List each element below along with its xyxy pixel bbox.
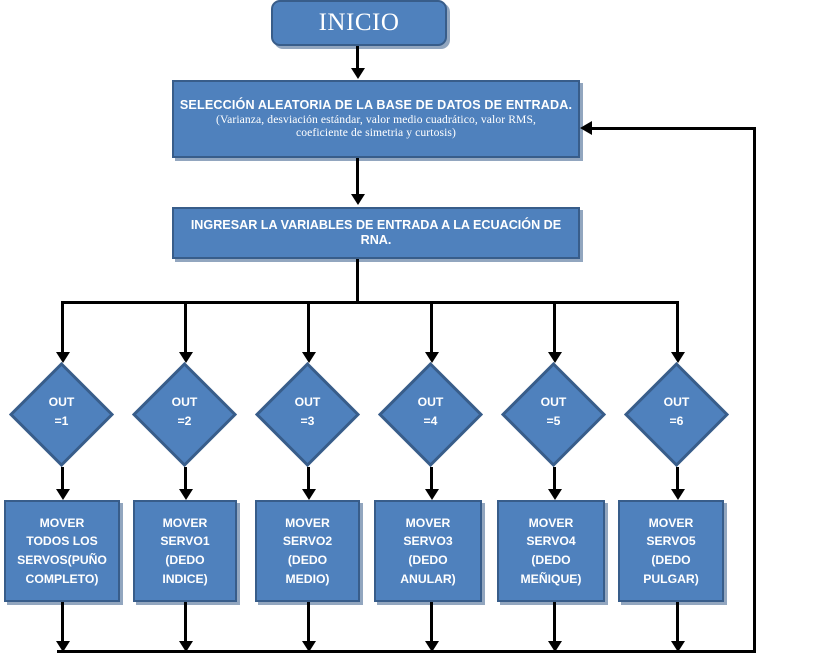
connector-decision-2-to-action-2 [184, 467, 187, 496]
arrow-bus-to-decision-3 [302, 352, 316, 363]
action-3-line-2: SERVO2 [282, 534, 333, 549]
node-seleccion-line1: SELECCIÓN ALEATORIA DE LA BASE DE DATOS … [179, 97, 573, 112]
node-action-5[interactable]: MOVER SERVO4 (DEDO MEÑIQUE) [497, 500, 605, 602]
connector-inicio-to-seleccion [356, 46, 359, 70]
diamond-icon [378, 362, 483, 467]
action-4-line-2: SERVO3 [403, 534, 453, 549]
arrow-decision-5-to-action-5 [548, 489, 562, 500]
connector-action-3-to-collector [307, 602, 310, 647]
node-action-1[interactable]: MOVER TODOS LOS SERVOS(PUÑO COMPLETO) [4, 500, 120, 602]
node-decision-out-5[interactable]: OUT =5 [501, 362, 606, 467]
action-2-line-3: (DEDO [165, 553, 205, 567]
connector-bus-to-decision-4 [430, 301, 433, 357]
arrow-action-3-to-collector [302, 641, 316, 652]
node-ingresar-line1: INGRESAR LA VARIABLES DE ENTRADA A LA EC… [190, 218, 562, 233]
arrow-bus-to-decision-2 [179, 352, 193, 363]
diamond-icon [132, 362, 237, 467]
connector-bus-to-decision-1 [61, 301, 64, 357]
action-2-line-2: SERVO1 [160, 534, 210, 549]
connector-feedback-riser [753, 127, 756, 653]
action-6-line-3: (DEDO [651, 553, 691, 567]
action-3-line-4: MEDIO) [285, 571, 330, 586]
arrow-seleccion-to-ingresar [351, 194, 365, 205]
node-decision-out-1[interactable]: OUT =1 [9, 362, 114, 467]
node-action-4[interactable]: MOVER SERVO3 (DEDO ANULAR) [374, 500, 482, 602]
diamond-icon [255, 362, 360, 467]
arrow-decision-4-to-action-4 [425, 489, 439, 500]
arrow-bus-to-decision-5 [548, 352, 562, 363]
action-3-line-3: (DEDO [287, 553, 328, 567]
node-inicio-label: INICIO [318, 9, 400, 37]
action-2-line-4: INDICE) [162, 571, 208, 586]
action-5-line-1: MOVER [528, 515, 574, 530]
node-action-3[interactable]: MOVER SERVO2 (DEDO MEDIO) [255, 500, 360, 602]
action-4-line-1: MOVER [405, 515, 451, 530]
arrow-bus-to-decision-4 [425, 352, 439, 363]
arrow-decision-1-to-action-1 [56, 489, 70, 500]
connector-action-5-to-collector [553, 602, 556, 647]
node-action-2[interactable]: MOVER SERVO1 (DEDO INDICE) [133, 500, 237, 602]
action-2-line-1: MOVER [162, 515, 208, 530]
arrow-feedback-to-seleccion [580, 121, 592, 135]
arrow-inicio-to-seleccion [351, 68, 365, 79]
node-decision-out-3[interactable]: OUT =3 [255, 362, 360, 467]
arrow-bus-to-decision-6 [671, 352, 685, 363]
arrow-action-4-to-collector [425, 641, 439, 652]
connector-distributor-bus [61, 301, 678, 304]
action-5-line-3: (DEDO [531, 553, 571, 567]
connector-decision-5-to-action-5 [553, 467, 556, 496]
connector-decision-6-to-action-6 [676, 467, 679, 496]
diamond-icon [501, 362, 606, 467]
arrow-action-5-to-collector [548, 641, 562, 652]
action-5-line-2: SERVO4 [526, 534, 576, 549]
action-6-line-1: MOVER [648, 515, 694, 530]
connector-feedback-return [592, 127, 756, 130]
node-seleccion-line2: (Varianza, desviación estándar, valor me… [215, 112, 537, 126]
action-5-line-4: MEÑIQUE) [520, 571, 582, 586]
connector-bus-to-decision-3 [307, 301, 310, 357]
connector-action-4-to-collector [430, 602, 433, 647]
connector-bus-to-decision-5 [553, 301, 556, 357]
action-1-line-2: TODOS LOS [26, 534, 98, 549]
diamond-icon [624, 362, 729, 467]
node-decision-out-2[interactable]: OUT =2 [132, 362, 237, 467]
action-3-line-1: MOVER [285, 515, 330, 530]
connector-decision-3-to-action-3 [307, 467, 310, 496]
connector-ingresar-to-bus [356, 259, 359, 303]
node-inicio[interactable]: INICIO [271, 0, 447, 46]
action-1-line-1: MOVER [39, 515, 85, 530]
arrow-decision-2-to-action-2 [179, 489, 193, 500]
diamond-icon [9, 362, 114, 467]
connector-action-6-to-collector [676, 602, 679, 647]
action-1-line-3: SERVOS(PUÑO [17, 553, 107, 567]
action-4-line-4: ANULAR) [400, 571, 456, 586]
arrow-action-1-to-collector [56, 641, 70, 652]
action-4-line-3: (DEDO [408, 553, 448, 567]
node-decision-out-4[interactable]: OUT =4 [378, 362, 483, 467]
action-1-line-4: COMPLETO) [25, 571, 99, 586]
node-ingresar-line2: RNA. [360, 233, 392, 247]
arrow-decision-3-to-action-3 [302, 489, 316, 500]
connector-decision-1-to-action-1 [61, 467, 64, 496]
connector-seleccion-to-ingresar [356, 158, 359, 196]
connector-decision-4-to-action-4 [430, 467, 433, 496]
arrow-decision-6-to-action-6 [671, 489, 685, 500]
action-6-line-2: SERVO5 [646, 534, 696, 549]
connector-bus-to-decision-6 [676, 301, 679, 357]
arrow-action-2-to-collector [179, 641, 193, 652]
arrow-action-6-to-collector [671, 641, 685, 652]
connector-action-2-to-collector [184, 602, 187, 647]
node-ingresar-variables[interactable]: INGRESAR LA VARIABLES DE ENTRADA A LA EC… [172, 207, 580, 259]
node-action-6[interactable]: MOVER SERVO5 (DEDO PULGAR) [618, 500, 724, 602]
node-seleccion-line3: coeficiente de simetria y curtosis) [296, 126, 456, 140]
action-6-line-4: PULGAR) [643, 571, 699, 586]
arrow-bus-to-decision-1 [56, 352, 70, 363]
connector-bottom-collector-bus [57, 650, 756, 653]
node-seleccion-aleatoria[interactable]: SELECCIÓN ALEATORIA DE LA BASE DE DATOS … [172, 80, 580, 158]
node-decision-out-6[interactable]: OUT =6 [624, 362, 729, 467]
connector-bus-to-decision-2 [184, 301, 187, 357]
connector-action-1-to-collector [61, 602, 64, 647]
